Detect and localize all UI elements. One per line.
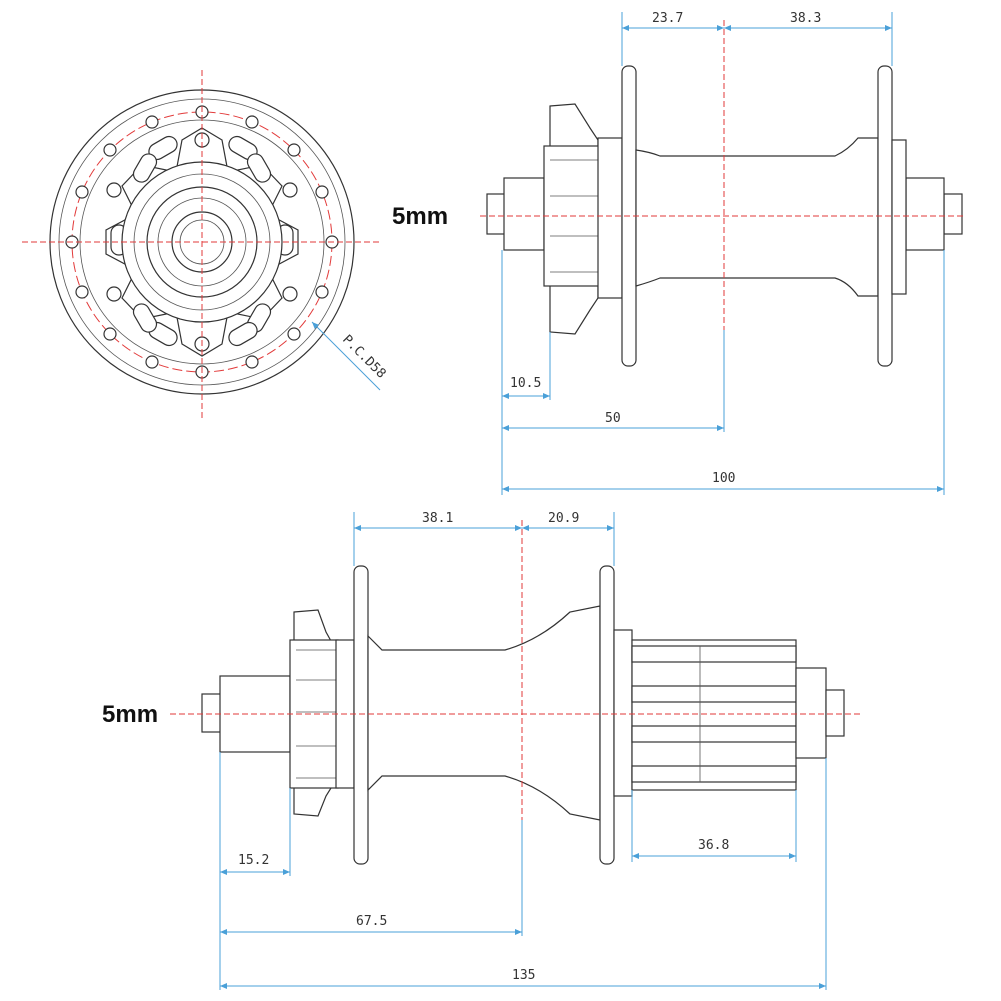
front-left-endcap xyxy=(503,177,545,251)
rear-right-flange-value: 20.9 xyxy=(548,511,579,526)
rear-freehub-value: 36.8 xyxy=(698,838,729,853)
front-right-endcap xyxy=(905,177,945,251)
front-right-flange-value: 38.3 xyxy=(790,11,821,26)
rear-right-endcap xyxy=(795,667,827,759)
rear-right-flange xyxy=(599,565,615,865)
pcd-leader-line xyxy=(311,321,381,391)
rear-axle-label: 5mm xyxy=(102,701,158,728)
rotor-bolt-holes xyxy=(65,105,339,379)
rear-hub-side-view: 5mm 38.1 20.9 15.2 36.8 67.5 135 xyxy=(102,511,862,990)
front-total-width-value: 100 xyxy=(712,471,735,486)
front-hub-body xyxy=(635,137,879,297)
spider-bolt-holes xyxy=(106,132,298,352)
rear-left-axle-end xyxy=(201,693,223,733)
rear-total-width-value: 135 xyxy=(512,968,535,983)
rear-hub-body xyxy=(367,605,601,821)
front-hub-side-view: 5mm 23.7 38.3 10.5 50 100 xyxy=(392,11,965,495)
rear-left-flange xyxy=(353,565,369,865)
front-left-flange-value: 23.7 xyxy=(652,11,683,26)
front-half-width-value: 50 xyxy=(605,411,621,426)
front-hub-end-view: P.C.D58 xyxy=(22,70,389,420)
freehub-splines xyxy=(631,645,797,783)
rear-freehub-body xyxy=(631,639,797,791)
front-right-axle-end xyxy=(943,193,963,235)
rear-right-axle-end xyxy=(825,689,845,737)
rear-half-width-value: 67.5 xyxy=(356,914,387,929)
front-axle-label: 5mm xyxy=(392,203,448,230)
front-rotor-offset-value: 10.5 xyxy=(510,376,541,391)
rear-left-flange-value: 38.1 xyxy=(422,511,453,526)
rear-rotor-offset-value: 15.2 xyxy=(238,853,269,868)
front-left-axle-end xyxy=(486,193,506,235)
